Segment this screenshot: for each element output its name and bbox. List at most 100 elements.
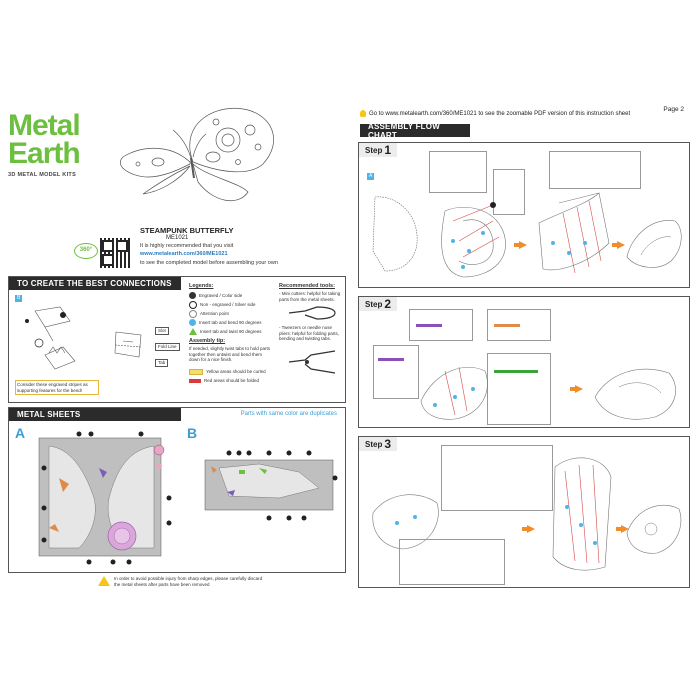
legend-bend: Insert tab and bend 90 degrees <box>189 318 279 327</box>
legend-attention-text: Attention point <box>200 310 229 316</box>
step-3-final-butterfly <box>626 504 682 554</box>
promo-line-2: to see the completed model before assemb… <box>140 260 278 266</box>
step-1-arrow-1 <box>514 241 527 249</box>
label-slot: Slot <box>155 327 169 335</box>
step-1-sub-a <box>429 151 487 193</box>
label-fold-line: Fold Line <box>155 343 180 351</box>
page-number: Page 2 <box>663 106 684 113</box>
brand-word-metal: Metal <box>8 109 81 142</box>
connection-sketch <box>25 306 76 370</box>
slot-tab-diagram <box>114 331 142 358</box>
red-swatch <box>189 378 201 383</box>
tool-tweezers-text: - Tweezers or needle nose pliers: helpfu… <box>279 325 340 341</box>
step-1-arrow-2 <box>612 241 625 249</box>
legend-attention: Attention point <box>189 309 279 318</box>
metal-sheet-a <box>38 431 172 565</box>
attention-icon <box>189 309 197 318</box>
step-2-word: Step <box>365 299 383 309</box>
product-code: ME1021 <box>166 235 189 241</box>
step-3-arrow-1 <box>522 525 535 533</box>
step-3-number: 3 <box>384 437 392 451</box>
duplicates-note: Parts with same color are duplicates <box>240 411 337 417</box>
badge-360-label: 360° <box>79 247 93 253</box>
warning-icon <box>98 576 110 586</box>
sheet-a-label: A <box>15 425 26 441</box>
engraved-icon <box>189 292 196 299</box>
step-1-sub-b <box>493 169 525 215</box>
step-1-word: Step <box>365 145 383 155</box>
tools-title: Recommended tools: <box>279 283 335 289</box>
legends-title: Legends: <box>189 283 214 289</box>
warning-text: In order to avoid possible injury from s… <box>114 576 263 587</box>
flow-chart-title: ASSEMBLY FLOW CHART <box>368 121 440 140</box>
connections-section: TO CREATE THE BEST CONNECTIONS B Conside… <box>8 276 346 403</box>
label-tab: Tab <box>155 359 169 367</box>
step-1-sheet-marker: A <box>367 173 375 180</box>
butterfly-illustration <box>120 108 274 201</box>
step-1-butterfly-wing <box>626 220 682 268</box>
step-3-sub-b <box>399 539 505 585</box>
goto-text: Go to www.metalearth.com/360/ME1021 to s… <box>369 110 631 117</box>
green-strip <box>494 370 538 373</box>
lightbulb-icon <box>360 110 366 117</box>
purple-strip-b <box>378 358 404 361</box>
step-2-result <box>594 368 676 420</box>
promo-url[interactable]: www.metalearth.com/360/ME1021 <box>140 251 228 257</box>
step-3-frame <box>552 457 612 571</box>
legend-twist-text: Insert tab and twist 90 degrees <box>200 328 262 334</box>
step-1-part-diagram <box>372 196 418 272</box>
legend-bend-text: Insert tab and bend 90 degrees <box>199 319 262 325</box>
sheet-b-marker: B <box>15 295 23 302</box>
metal-sheets-section: METAL SHEETS Parts with same color are d… <box>8 407 346 573</box>
tool-cutters-text: - Mini cutters: helpful for taking parts… <box>279 291 341 302</box>
brand-logo: Metal Earth 3D METAL MODEL KITS <box>8 109 103 179</box>
purple-strip-a <box>416 324 442 327</box>
red-note-text: Red areas should be folded <box>204 378 260 383</box>
yellow-note: Yellow areas should be curled <box>189 369 266 375</box>
badge-360: 360° <box>74 243 98 259</box>
step-3-left-assembly <box>372 494 439 550</box>
step-2-sub-d <box>487 353 551 425</box>
legend-engraved-text: Engraved / Color side <box>199 292 243 298</box>
goto-line: Go to www.metalearth.com/360/ME1021 to s… <box>360 110 630 117</box>
non-engraved-icon <box>189 300 197 309</box>
product-name: STEAMPUNK BUTTERFLY <box>140 226 234 235</box>
metal-sheets-title: METAL SHEETS <box>17 410 81 419</box>
bend-dot-icon <box>189 319 196 326</box>
yellow-swatch <box>189 369 203 375</box>
brand-tagline: 3D METAL MODEL KITS <box>8 172 77 178</box>
flow-chart-header: ASSEMBLY FLOW CHART <box>360 121 470 140</box>
promo-line-1: It is highly recommended that you visit <box>140 243 234 249</box>
step-3-sub-a <box>441 445 553 511</box>
step-1-assembly <box>441 202 506 278</box>
orange-strip <box>494 324 520 327</box>
step-2-sub-c <box>373 345 419 399</box>
connections-title: TO CREATE THE BEST CONNECTIONS <box>17 279 172 288</box>
step-2-sub-a <box>409 309 473 341</box>
step-1-sub-c <box>549 151 641 189</box>
step-2-sub-b <box>487 309 551 341</box>
red-note: Red areas should be folded <box>189 378 259 384</box>
page-2: Page 2 Go to www.metalearth.com/360/ME10… <box>354 100 692 600</box>
cutters-icon <box>288 306 336 320</box>
step-2-assembly <box>420 366 488 420</box>
metal-sheets-header: METAL SHEETS <box>9 408 181 421</box>
step-3-arrow-2 <box>616 525 629 533</box>
sheet-b-label: B <box>187 425 198 441</box>
assembly-tip-title: Assembly tip: <box>189 338 226 344</box>
yellow-note-text: Yellow areas should be curled <box>206 369 266 375</box>
twist-triangle-icon <box>189 328 197 335</box>
metal-sheet-b <box>204 450 338 521</box>
assembly-tip-text: If needed, slightly twist tabs to hold p… <box>189 346 271 362</box>
legend-non-engraved: Non - engraved / Silver side <box>189 300 279 309</box>
connections-header: TO CREATE THE BEST CONNECTIONS <box>9 277 181 290</box>
page-1: Metal Earth 3D METAL MODEL KITS STEAMPUN… <box>8 100 346 600</box>
step-1-number: 1 <box>384 143 392 157</box>
legend-twist: Insert tab and twist 90 degrees <box>189 327 279 336</box>
